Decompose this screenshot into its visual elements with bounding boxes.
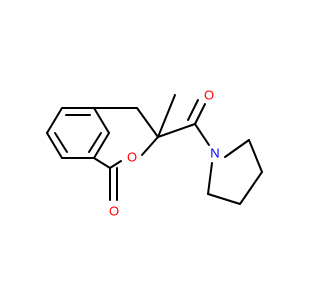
atom-label: O <box>127 150 137 165</box>
bond <box>46 132 63 159</box>
atom-label: O <box>109 204 119 219</box>
bond <box>54 132 68 153</box>
bond <box>93 107 110 134</box>
bond <box>194 103 206 125</box>
bond <box>194 123 210 146</box>
bond <box>109 160 122 169</box>
bond <box>224 139 250 158</box>
bond <box>248 139 263 173</box>
atom-o-lactone: O <box>105 202 123 220</box>
atom-n-pyrrolidine: N <box>206 144 224 162</box>
atom-labels: O N O O <box>105 86 224 220</box>
bond <box>46 107 63 134</box>
bond <box>207 193 241 205</box>
atom-o-ring: O <box>123 148 141 166</box>
atom-label: N <box>210 146 219 161</box>
bonds <box>46 94 263 205</box>
bond <box>239 171 263 205</box>
bond <box>88 132 102 153</box>
bond <box>93 157 111 169</box>
bond <box>141 136 159 156</box>
atom-label: O <box>204 88 214 103</box>
bond <box>207 162 213 195</box>
bond <box>157 94 176 138</box>
atom-o-ketone: O <box>200 86 218 104</box>
bond <box>136 107 159 138</box>
bond <box>187 99 199 121</box>
bond <box>157 123 196 138</box>
bond <box>93 132 110 159</box>
molecule-diagram: O N O O <box>46 86 263 220</box>
